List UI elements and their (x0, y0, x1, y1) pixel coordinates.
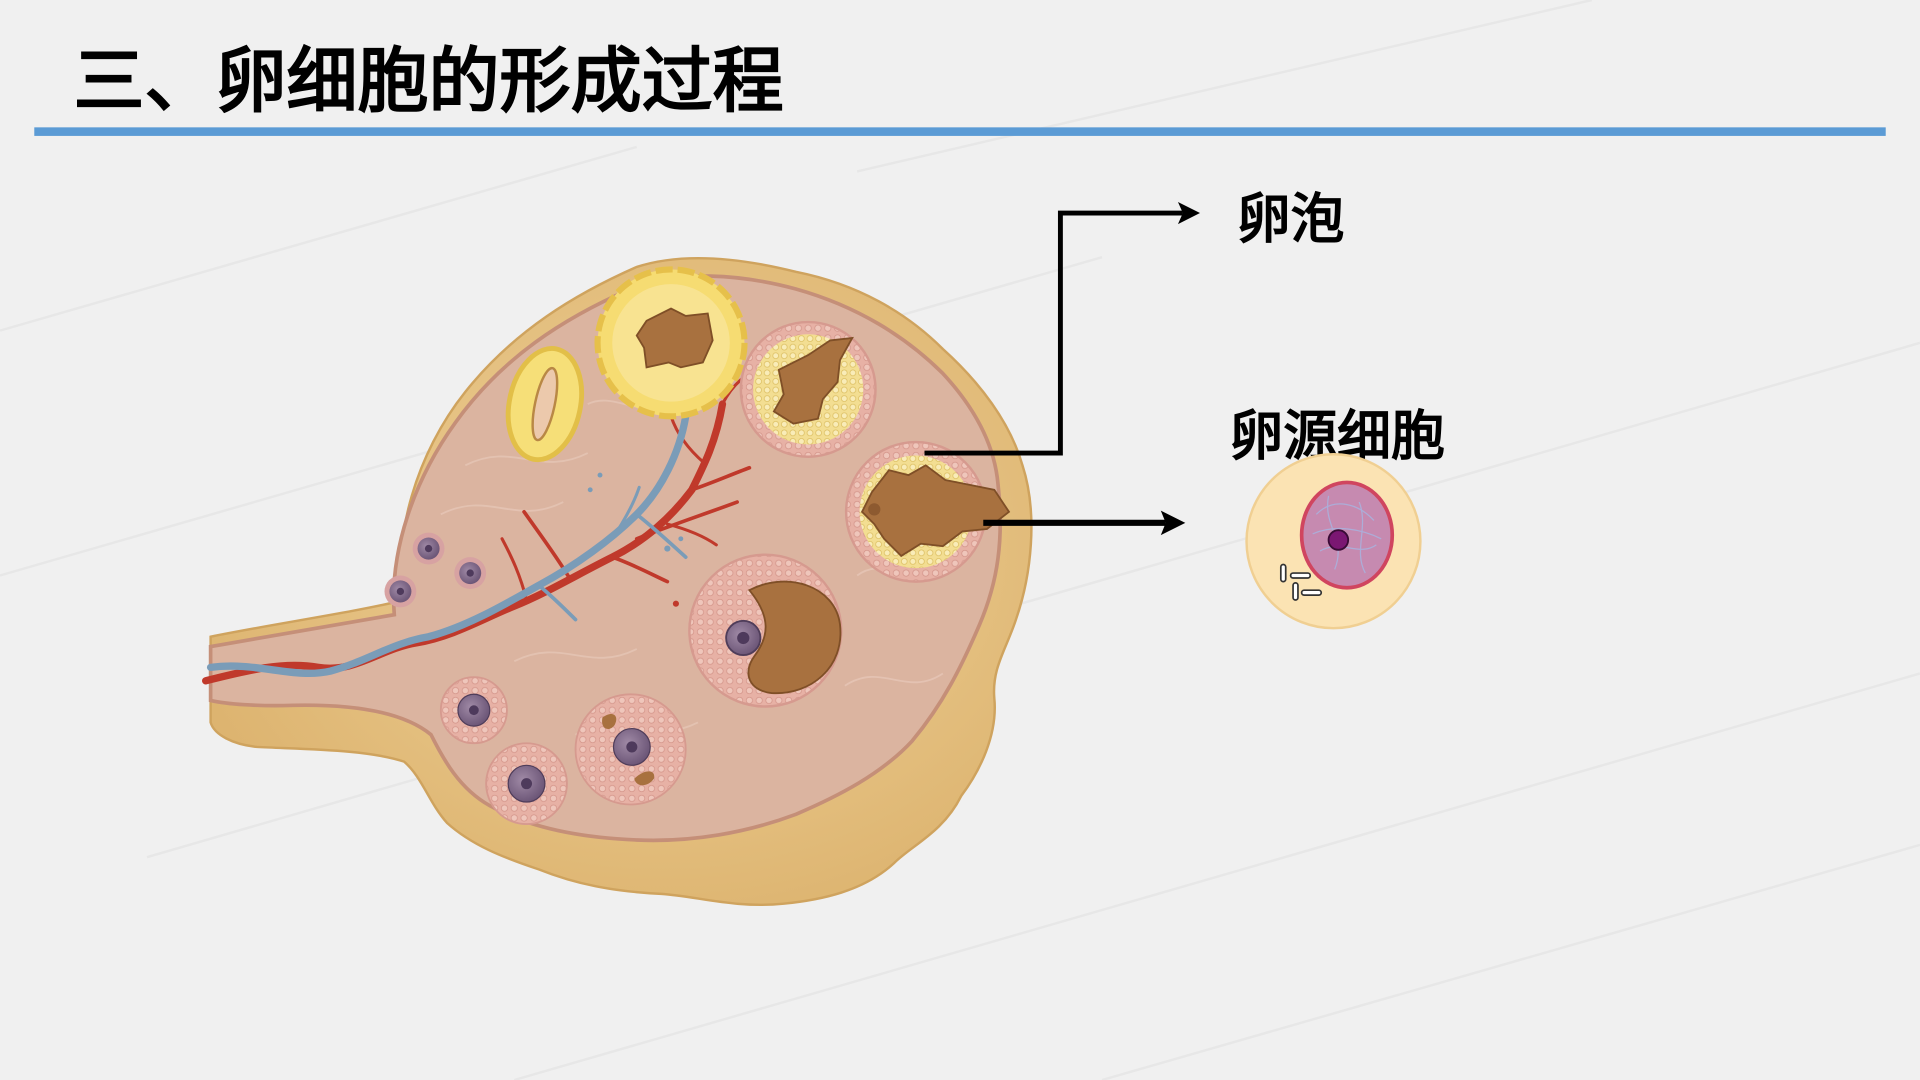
corpus-albicans (505, 346, 585, 463)
slide-title: 三、卵细胞的形成过程 (73, 39, 783, 122)
centrioles (1279, 563, 1323, 601)
chromatin (1312, 495, 1382, 574)
oogonium-arrow (983, 510, 1186, 536)
title-rule (34, 127, 1886, 136)
cell-nucleolus (1327, 529, 1350, 551)
primary-follicle-small (439, 676, 508, 745)
ovary-illustration (202, 257, 1033, 907)
primary-follicle-medium (485, 742, 568, 826)
follicle-arrow (924, 202, 1200, 456)
ovulating-follicle (844, 440, 1011, 583)
vessel-fragments (587, 472, 684, 607)
mature-follicle (739, 320, 877, 458)
primordial-follicles (384, 532, 487, 608)
follicle-label: 卵泡 (1237, 188, 1345, 251)
corpus-luteum (594, 266, 748, 420)
secondary-follicle (688, 553, 843, 708)
growing-follicle (574, 693, 687, 806)
oogonium-cell-illustration (1245, 453, 1422, 630)
